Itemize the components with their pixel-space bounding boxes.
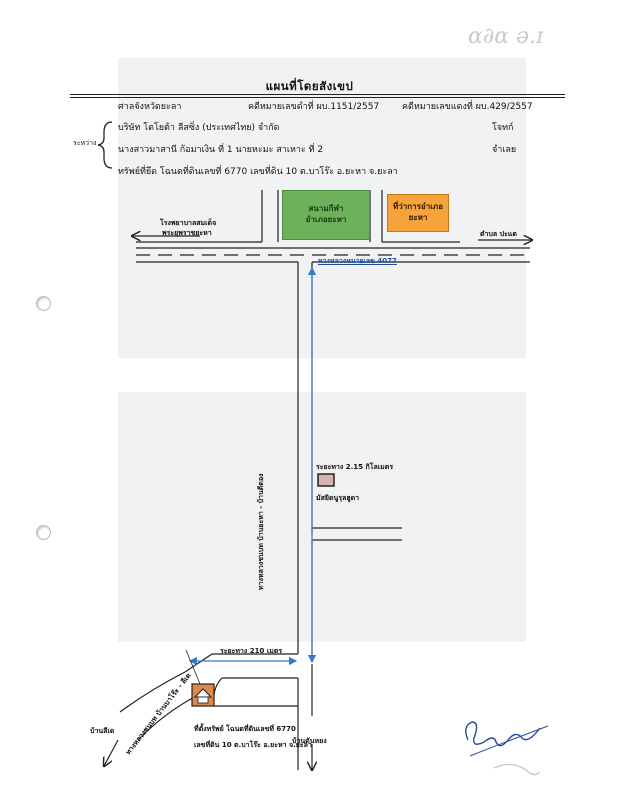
distance-main-label: ระยะทาง 2.15 กิโลเมตร xyxy=(316,463,394,471)
district-office-box: ที่ว่าการอำเภอ ยะหา xyxy=(387,194,449,232)
signature xyxy=(465,721,541,747)
arrow-to-lidae xyxy=(104,739,119,766)
corner-handwriting: ɑ∂ɑ ə.ɪ xyxy=(468,24,544,49)
property-label-2: เลขที่ดิน 10 ต.บาโร๊ะ อ.ยะหา จ.ยะลา xyxy=(194,741,312,749)
red-case-number: คดีหมายเลขแดงที่ ผบ.429/2557 xyxy=(402,102,533,112)
court-name: ศาลจังหวัดยะลา xyxy=(118,102,182,112)
defendant-role-label: จำเลย xyxy=(492,145,517,155)
signature-underline xyxy=(469,725,549,757)
corner-ink-fragment xyxy=(493,763,541,776)
pointer-line xyxy=(185,649,201,685)
document-title: แผนที่โดยสังเขป xyxy=(265,79,354,93)
hospital-label-1: โรงพยาบาลสมเด็จ xyxy=(160,219,217,227)
hospital-label-2: พระยุพราชยะหา xyxy=(162,229,212,237)
black-case-number: คดีหมายเลขดำที่ ผบ.1151/2557 xyxy=(248,102,380,112)
mosque-marker xyxy=(317,473,335,487)
branch-road-bottom-curve xyxy=(213,677,299,707)
district-office-line2: ยะหา xyxy=(408,213,428,222)
stadium-line1: สนามกีฬา xyxy=(308,204,344,214)
stadium-box: สนามกีฬา อำเภอยะหา xyxy=(282,190,370,240)
defendant-name: นางสาวมาสานี ก้อมาเงิน ที่ 1 นายหะมะ สาเ… xyxy=(118,145,324,155)
highway-label: ทางหลวงหมายเลข 4077 xyxy=(318,257,397,265)
show-through-area xyxy=(118,392,526,642)
mosque-label: มัสยิดนูรุลฮูดา xyxy=(316,494,360,502)
seized-property: ทรัพย์ที่ยึด โฉนดที่ดินเลขที่ 6770 เลขที… xyxy=(118,167,398,177)
branch-road-left-edge xyxy=(119,671,186,713)
district-office-line1: ที่ว่าการอำเภอ xyxy=(393,202,443,212)
side-road-label: ทางหลวงชนบท บ้านยะหา - บ้านตีตอง xyxy=(257,473,265,590)
distance-branch-label: ระยะทาง 210 เมตร xyxy=(220,647,283,655)
plaintiff-name: บริษัท โตโยต้า ลีสซิ่ง (ประเทศไทย) จำกัด xyxy=(118,123,280,133)
property-label-1: ที่ตั้งทรัพย์ โฉนดที่ดินเลขที่ 6770 xyxy=(194,725,296,733)
punch-hole xyxy=(36,525,51,540)
tontong-label: บ้านตันหยง xyxy=(292,737,327,745)
title-rule-top xyxy=(70,94,565,95)
punch-hole xyxy=(36,296,51,311)
lidae-label: บ้านลีเด xyxy=(90,727,115,735)
between-label: ระหว่าง xyxy=(73,139,97,147)
title-rule-bottom xyxy=(70,97,565,98)
pranae-label: ตำบล ปะแต xyxy=(480,230,517,238)
plaintiff-role-label: โจทก์ xyxy=(492,123,514,133)
property-house-body xyxy=(197,696,209,704)
stadium-line2: อำเภอยะหา xyxy=(305,215,347,224)
